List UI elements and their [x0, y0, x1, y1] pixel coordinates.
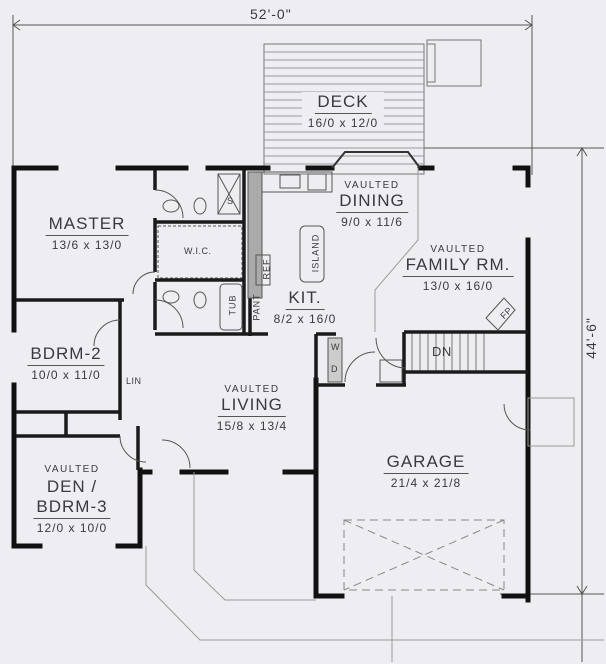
washer-label: W — [331, 342, 340, 352]
room-dims: 16/0 x 12/0 — [307, 116, 379, 130]
room-dining: VAULTED DINING 9/0 x 11/6 — [336, 180, 408, 229]
room-master: MASTER 13/6 x 13/0 — [45, 214, 129, 252]
room-name: DEN / — [46, 477, 98, 496]
room-name: BDRM-2 — [27, 344, 105, 366]
room-name: KIT. — [285, 288, 325, 310]
room-qualifier: VAULTED — [224, 384, 280, 395]
room-qualifier: VAULTED — [430, 244, 486, 255]
island-label: ISLAND — [310, 233, 321, 273]
room-dims: 12/0 x 10/0 — [36, 521, 108, 535]
room-den-bdrm-3: VAULTED DEN / BDRM-3 12/0 x 10/0 — [33, 464, 111, 535]
overall-width-dimension: 52'-0" — [250, 6, 292, 22]
refrigerator-label: REF — [261, 258, 272, 280]
room-name: DECK — [314, 92, 372, 114]
room-garage: GARAGE 21/4 x 21/8 — [383, 452, 469, 490]
room-dims: 9/0 x 11/6 — [341, 215, 403, 229]
room-dims: 21/4 x 21/8 — [390, 476, 462, 490]
room-dims: 13/6 x 13/0 — [51, 238, 123, 252]
shower-label: S — [227, 196, 234, 206]
room-name: LIVING — [218, 395, 286, 417]
room-bdrm-2: BDRM-2 10/0 x 11/0 — [27, 344, 105, 382]
overall-depth-dimension: 44'-6" — [582, 317, 599, 359]
room-dims: 13/0 x 16/0 — [422, 279, 494, 293]
pantry-label: PANT — [251, 293, 262, 321]
room-name: DINING — [336, 191, 408, 213]
room-dims: 8/2 x 16/0 — [273, 312, 337, 326]
room-deck: DECK 16/0 x 12/0 — [301, 92, 385, 130]
stairs-down-label: DN — [432, 344, 452, 359]
room-name: FAMILY RM. — [402, 255, 514, 277]
room-living: VAULTED LIVING 15/8 x 13/4 — [217, 384, 287, 433]
walk-in-closet-label: W.I.C. — [184, 246, 212, 256]
tub-label: TUB — [227, 294, 238, 316]
room-qualifier: VAULTED — [344, 180, 400, 191]
room-dims: 10/0 x 11/0 — [31, 368, 101, 382]
room-qualifier: VAULTED — [44, 464, 100, 475]
room-kitchen: KIT. 8/2 x 16/0 — [274, 288, 337, 326]
room-family: VAULTED FAMILY RM. 13/0 x 16/0 — [402, 244, 514, 293]
deck — [263, 39, 482, 175]
dryer-label: D — [331, 364, 338, 374]
room-dims: 15/8 x 13/4 — [216, 419, 288, 433]
room-name-2: BDRM-3 — [33, 497, 111, 519]
room-name: MASTER — [45, 214, 129, 236]
linen-closet-label: LIN — [126, 376, 142, 386]
room-name: GARAGE — [383, 452, 469, 474]
